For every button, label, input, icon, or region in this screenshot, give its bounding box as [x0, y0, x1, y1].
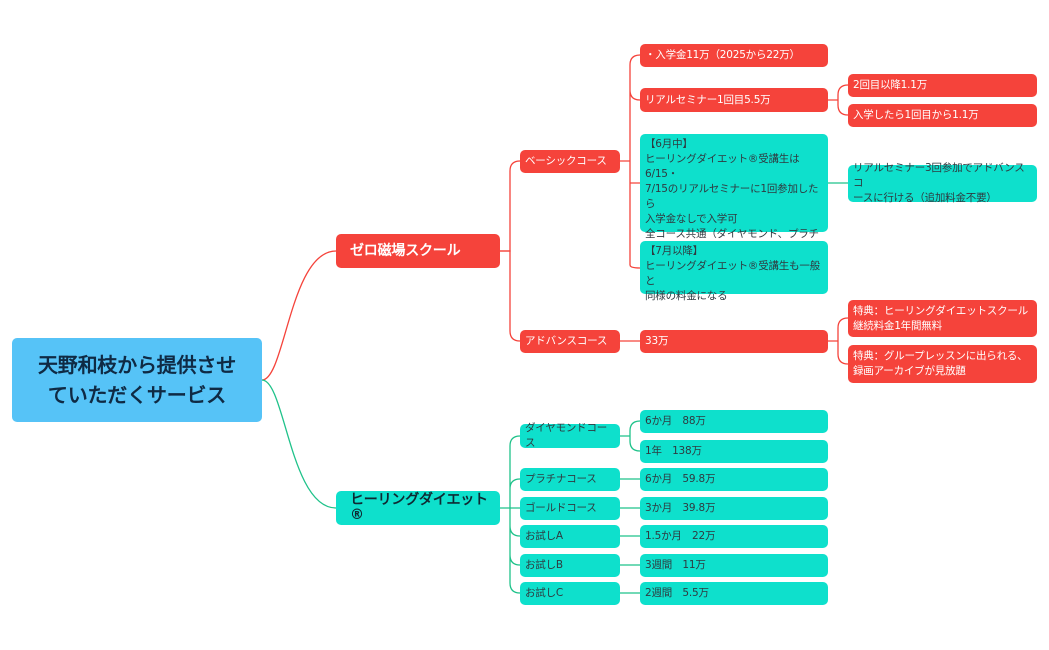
- june-campaign-node[interactable]: 【6月中】 ヒーリングダイエット®受講生は6/15・ 7/15のリアルセミナーに…: [640, 134, 828, 255]
- link-root-zero: [261, 250, 337, 381]
- advance-price-node[interactable]: 33万: [640, 330, 828, 353]
- gold-course-node[interactable]: ゴールドコース: [520, 497, 620, 520]
- link-healing-courses: [500, 435, 521, 594]
- link-seminar-children: [828, 84, 849, 116]
- trial-a-price-node[interactable]: 1.5か月 22万: [640, 525, 828, 548]
- link-course-prices: [620, 478, 640, 594]
- link-price-benefits: [828, 317, 849, 365]
- trial-b-price-node[interactable]: 3週間 11万: [640, 554, 828, 577]
- advance-benefit-1-node[interactable]: 特典：ヒーリングダイエットスクール 継続料金1年間無料: [848, 300, 1037, 337]
- link-basic-children: [620, 54, 641, 269]
- seminar-second-node[interactable]: 2回目以降1.1万: [848, 74, 1037, 97]
- july-onward-node[interactable]: 【7月以降】 ヒーリングダイエット®受講生も一般と 同様の料金になる: [640, 241, 828, 302]
- link-root-healing: [261, 379, 337, 509]
- trial-c-price-node[interactable]: 2週間 5.5万: [640, 582, 828, 605]
- platinum-price-node[interactable]: 6か月 59.8万: [640, 468, 828, 491]
- link-zero-basic: [500, 160, 521, 252]
- trial-b-node[interactable]: お試しB: [520, 554, 620, 577]
- basic-course-node[interactable]: ベーシックコース: [520, 150, 620, 173]
- root-node[interactable]: 天野和枝から提供させ ていただくサービス: [12, 338, 262, 422]
- diamond-price-1y-node[interactable]: 1年 138万: [640, 440, 828, 463]
- platinum-course-node[interactable]: プラチナコース: [520, 468, 620, 491]
- advance-course-node[interactable]: アドバンスコース: [520, 330, 620, 353]
- link-diamond-prices: [620, 420, 641, 452]
- seminar-after-entry-node[interactable]: 入学したら1回目から1.1万: [848, 104, 1037, 127]
- link-zero-advance: [500, 250, 521, 342]
- diamond-course-node[interactable]: ダイヤモンドコース: [520, 422, 620, 449]
- trial-c-node[interactable]: お試しC: [520, 582, 620, 605]
- healing-diet-node[interactable]: ヒーリングダイエット®: [336, 491, 500, 525]
- zero-magnetic-school-node[interactable]: ゼロ磁場スクール: [336, 234, 500, 268]
- real-seminar-node[interactable]: リアルセミナー1回目5.5万: [640, 88, 828, 112]
- gold-price-node[interactable]: 3か月 39.8万: [640, 497, 828, 520]
- june-note-node[interactable]: リアルセミナー3回参加でアドバンスコ ースに行ける（追加料金不要）: [848, 162, 1037, 204]
- diamond-price-6m-node[interactable]: 6か月 88万: [640, 410, 828, 433]
- entrance-fee-node[interactable]: ・入学金11万（2025から22万）: [640, 44, 828, 67]
- trial-a-node[interactable]: お試しA: [520, 525, 620, 548]
- advance-benefit-2-node[interactable]: 特典：グループレッスンに出られる、 録画アーカイブが見放題: [848, 345, 1037, 383]
